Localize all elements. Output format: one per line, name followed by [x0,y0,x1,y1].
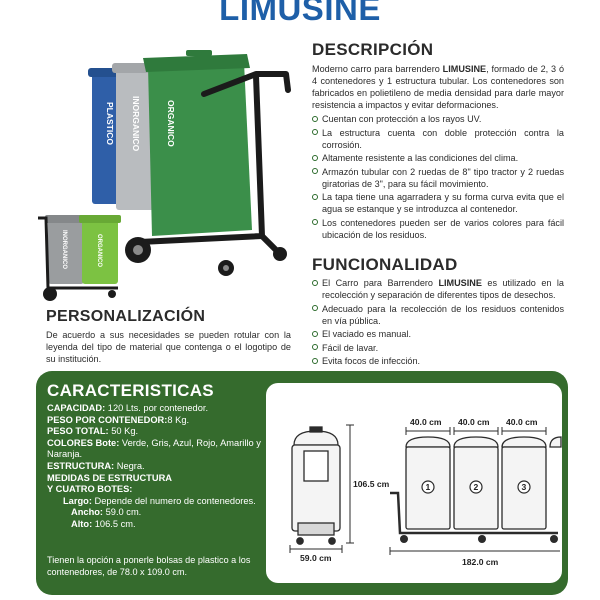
product-title: LIMUSINE [219,0,381,27]
width-dimension [289,545,343,553]
specs-list: CAPACIDAD: 120 Lts. por contenedor. PESO… [47,403,262,531]
list-item: Evita focos de infección. [312,355,564,367]
bullet-icon [312,344,318,350]
descripcion-section: DESCRIPCIÓN Moderno carro para barrender… [312,40,564,242]
front-wheel-icon [400,535,408,543]
spec-estructura: ESTRUCTURA: Negra. [47,460,145,471]
caracteristicas-heading: CARACTERISTICAS [47,381,214,400]
bullet-icon [312,115,318,122]
bin-number-3: 3 [522,482,527,492]
bullet-icon [312,193,318,200]
list-item: Armazón tubular con 2 ruedas de 8" tipo … [312,166,564,190]
list-item: Adecuado para la recolección de los resi… [312,303,564,327]
green-bin-label: ORGANICO [166,100,176,147]
small-cart: INORGANICO ORGANICO [38,215,121,301]
brand-name: LIMUSINE [438,278,482,288]
length-dimension [389,547,560,555]
bin-number-2: 2 [474,482,479,492]
bullet-icon [312,279,318,286]
width-label: 59.0 cm [300,553,332,563]
list-item: Cuentan con protección a los rayos UV. [312,113,564,125]
funcionalidad-list: El Carro para Barrendero LIMUSINE es uti… [312,277,564,367]
small-gray-bin-label: INORGANICO [61,230,67,269]
spec-alto: Alto: 106.5 cm. [71,518,136,529]
descripcion-list: Cuentan con protección a los rayos UV. L… [312,113,564,241]
spec-capacidad: CAPACIDAD: 120 Lts. por contenedor. [47,403,209,413]
list-item: La tapa tiene una agarradera y su forma … [312,191,564,215]
personalizacion-text: De acuerdo a sus necesidades se pueden r… [46,330,291,364]
spec-medidas-label-2: Y CUATRO BOTES: [47,484,133,495]
front-wheel-icon [550,535,558,543]
bin-width-label-1: 40.0 cm [410,417,442,427]
blue-bin-label: PLASTICO [105,102,115,145]
gray-bin-label: INORGANICO [131,96,141,152]
bullet-icon [312,357,318,364]
dimension-drawing-box: 106.5 cm 59.0 cm [266,383,562,583]
spec-colores: COLORES Bote: Verde, Gris, Azul, Rojo, A… [47,437,261,460]
bullet-icon [312,330,318,337]
front-view-frame [390,491,558,535]
bullet-icon [312,154,318,161]
bullet-icon [312,168,318,174]
bin-width-dimensions [405,427,547,435]
caracteristicas-panel: CARACTERISTICAS CAPACIDAD: 120 Lts. por … [36,371,568,595]
personalizacion-heading: PERSONALIZACIÓN [46,308,206,325]
bullet-icon [312,129,318,135]
bags-note: Tienen la opción a ponerle bolsas de pla… [47,555,251,577]
personalizacion-section: PERSONALIZACIÓN De acuerdo a sus necesid… [46,308,291,365]
descripcion-heading: DESCRIPCIÓN [312,40,434,59]
height-dimension [346,424,354,544]
spec-peso-total: PESO TOTAL: 50 Kg. [47,426,139,437]
side-view-bin [291,426,341,545]
list-item: El vaciado es manual. [312,328,564,340]
list-item: La estructura cuenta con doble protecció… [312,127,564,151]
funcionalidad-heading: FUNCIONALIDAD [312,255,458,274]
spec-medidas-label: MEDIDAS DE ESTRUCTURA [47,472,172,483]
list-item: Fácil de lavar. [312,342,564,354]
bullet-icon [312,305,318,311]
list-item: Altamente resistente a las condiciones d… [312,152,564,164]
list-item: Los contenedores pueden ser de varios co… [312,217,564,241]
bin-width-label-3: 40.0 cm [506,417,538,427]
bin-width-label-2: 40.0 cm [458,417,490,427]
list-item: El Carro para Barrendero LIMUSINE es uti… [312,277,564,301]
front-wheel-icon [478,535,486,543]
product-illustration: PLASTICO INORGANICO ORGANICO INORGANICO … [38,50,291,301]
spec-largo: Largo: Depende del numero de contenedore… [63,495,256,506]
spec-peso-contenedor: PESO POR CONTENEDOR:8 Kg. [47,414,190,425]
spec-ancho: Ancho: 59.0 cm. [71,507,142,518]
green-bin [143,50,252,236]
cart-wheels [125,237,287,276]
dimension-drawing: 106.5 cm 59.0 cm [289,417,562,567]
length-label: 182.0 cm [462,557,499,567]
funcionalidad-section: FUNCIONALIDAD El Carro para Barrendero L… [312,255,564,369]
descripcion-intro: Moderno carro para barrendero LIMUSINE, … [312,64,564,110]
bullet-icon [312,219,318,225]
brand-name: LIMUSINE [442,64,487,74]
small-green-bin-label: ORGANICO [96,234,102,267]
bin-number-1: 1 [426,482,431,492]
bin-number-badges [421,480,531,494]
height-label: 106.5 cm [353,479,390,489]
